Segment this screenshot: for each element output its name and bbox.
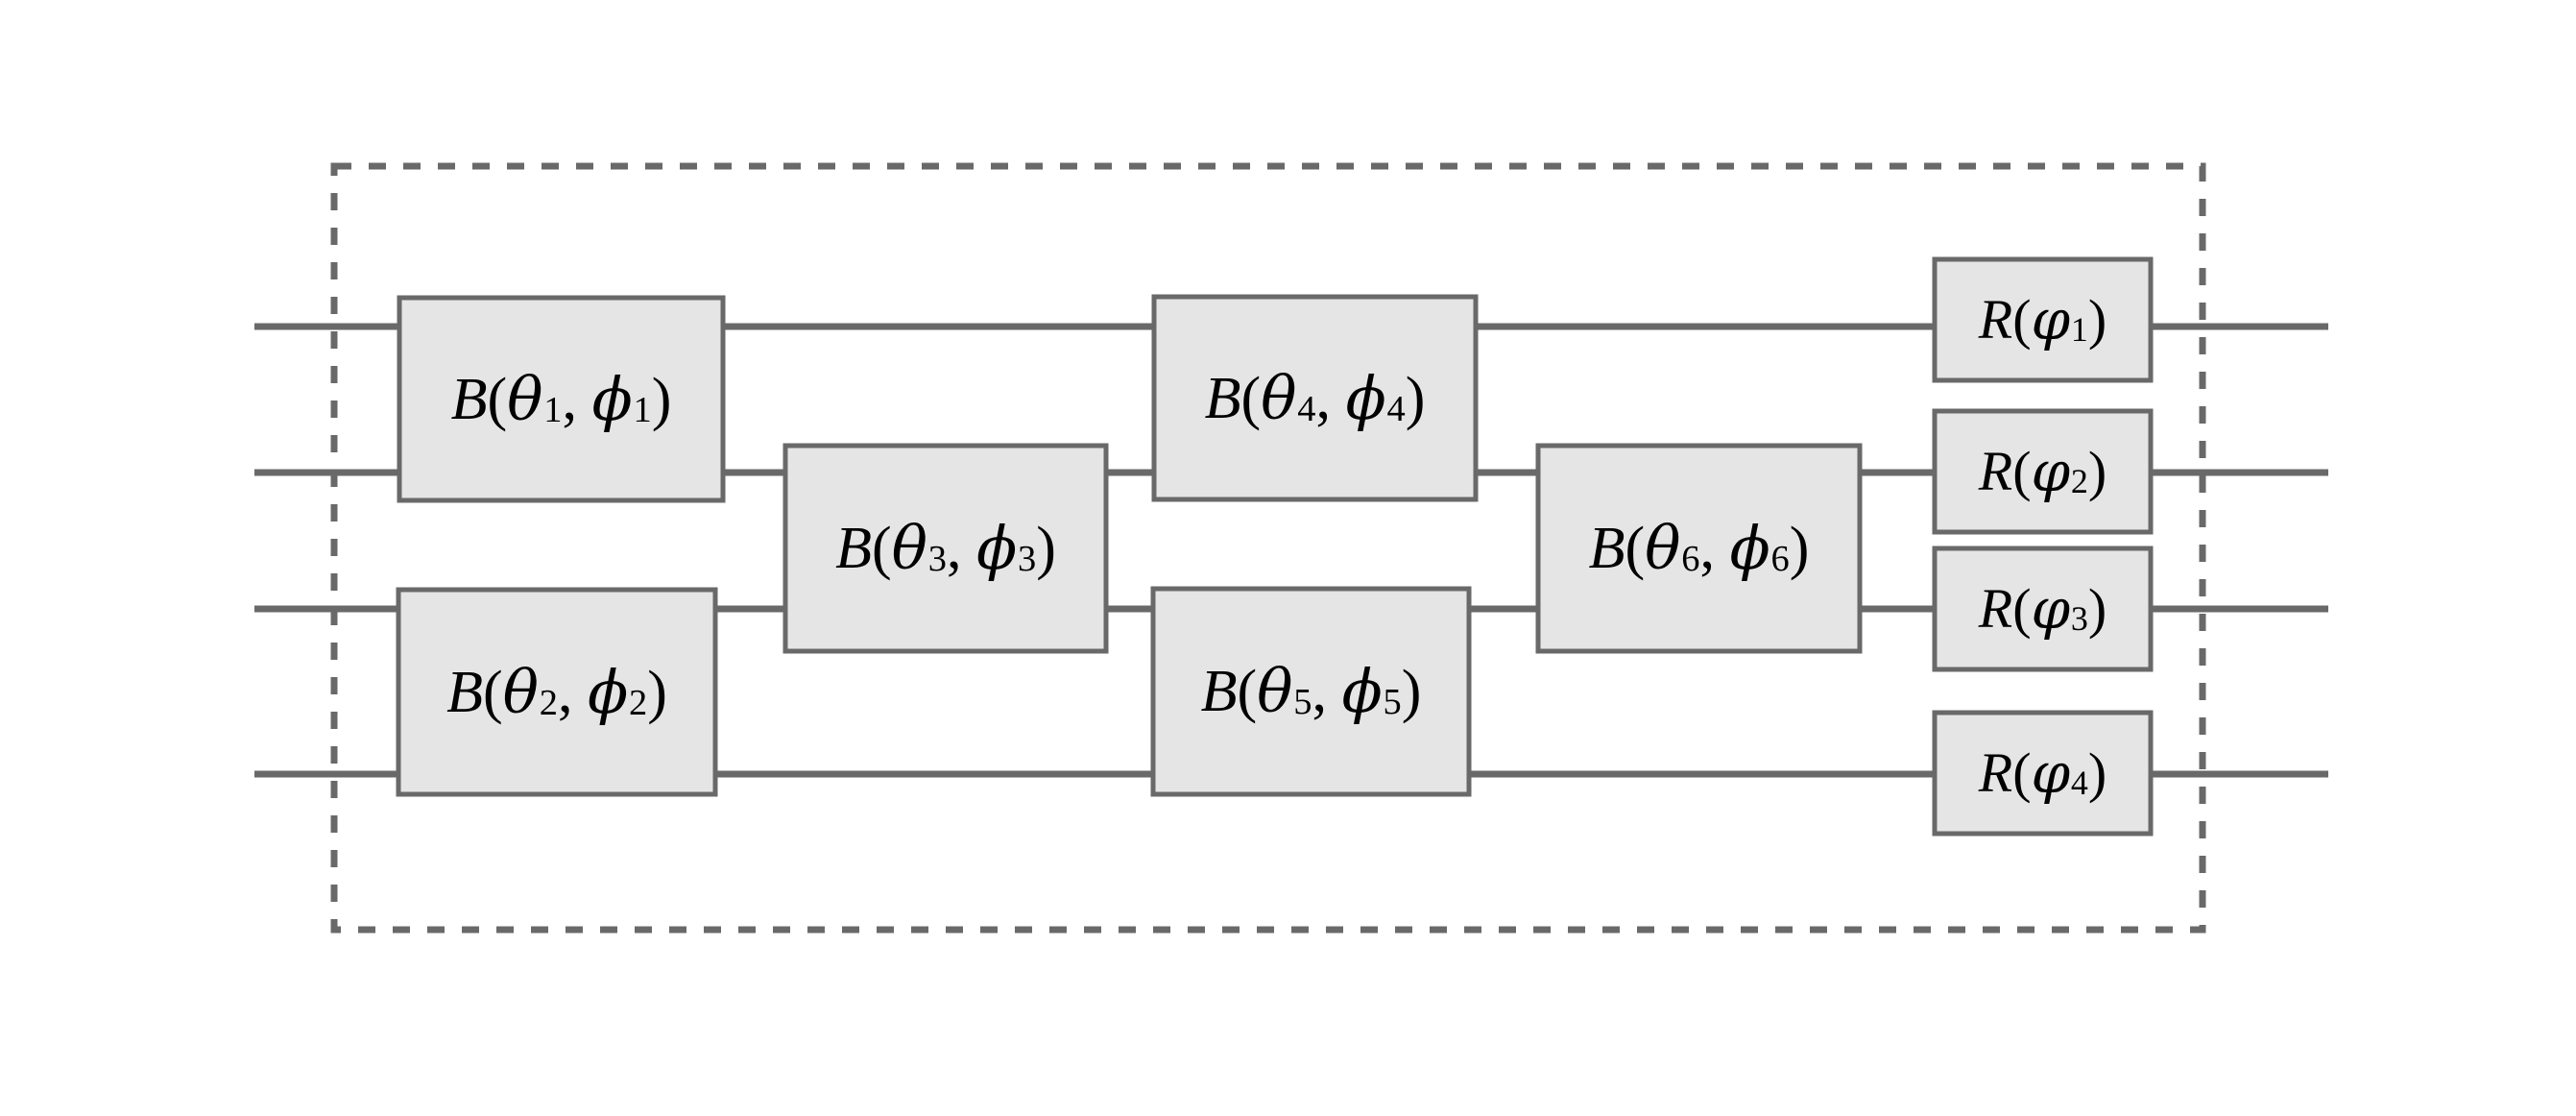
phase-gate-r1-box[interactable] xyxy=(1932,256,2154,383)
interferometer-dashed-boundary xyxy=(330,162,2206,934)
beamsplitter-gate-b5-box[interactable] xyxy=(1150,586,1472,797)
phase-gate-r3-box[interactable] xyxy=(1932,546,2154,672)
beamsplitter-gate-b1-box[interactable] xyxy=(397,295,726,503)
phase-gate-r2-box[interactable] xyxy=(1932,408,2154,535)
phase-gate-r4-box[interactable] xyxy=(1932,710,2154,837)
beamsplitter-gate-b6-box[interactable] xyxy=(1535,443,1863,654)
beamsplitter-gate-b3-box[interactable] xyxy=(782,443,1109,654)
beamsplitter-gate-b2-box[interactable] xyxy=(396,587,718,797)
interferometer-boundary-group xyxy=(330,162,2206,934)
gate-boxes-group xyxy=(396,256,2154,837)
beamsplitter-gate-b4-box[interactable] xyxy=(1151,294,1479,502)
